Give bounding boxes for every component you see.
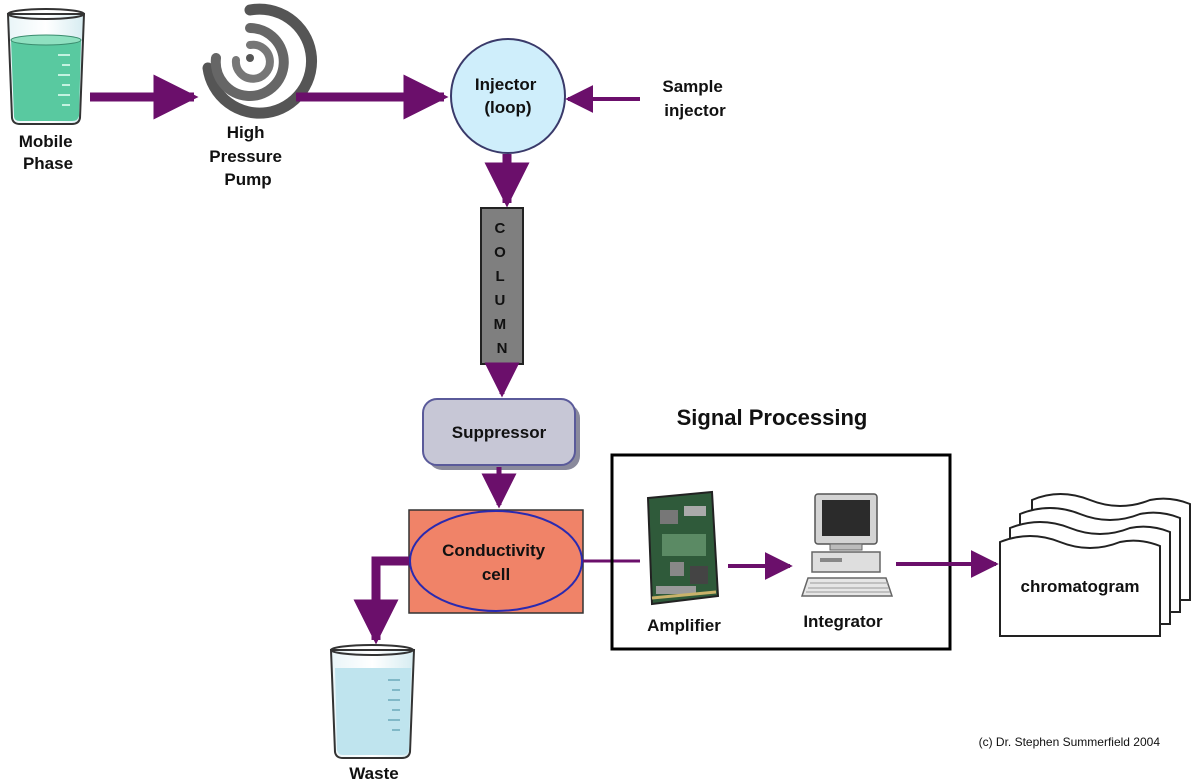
conductivity-cell-label: Conductivity cell: [442, 541, 550, 584]
computer-icon: [800, 493, 894, 597]
waste-beaker-icon: [329, 644, 416, 759]
injector-line-2: (loop): [484, 98, 531, 117]
injector-line-1: Injector: [475, 75, 537, 94]
cell-line-2: cell: [482, 565, 510, 584]
sample-injector-line-2: injector: [664, 101, 726, 120]
cell-line-1: Conductivity: [442, 541, 545, 560]
mobile-phase-label: Mobile Phase: [19, 132, 78, 173]
pump-line-2: Pressure: [209, 147, 282, 166]
conductivity-cell-ellipse: [409, 510, 583, 612]
injector-label: Injector (loop): [475, 75, 541, 117]
signal-processing-box: [610, 453, 952, 651]
injector-loop-node: [450, 38, 566, 154]
column-label: C O L U M N: [494, 220, 511, 357]
sample-injector-label: Sample injector: [662, 77, 727, 120]
mobile-phase-beaker-icon: [6, 8, 86, 125]
integrator-label: Integrator: [803, 612, 883, 631]
column-letter-4: U: [494, 292, 505, 309]
pump-line-3: Pump: [224, 170, 271, 189]
arrow-cell-to-waste: [353, 556, 409, 645]
chromatogram-label: chromatogram: [1020, 577, 1139, 596]
column-letter-2: O: [494, 244, 506, 261]
amplifier-label: Amplifier: [647, 616, 721, 635]
spiral-pump-icon: [202, 3, 317, 119]
column-letter-1: C: [494, 220, 505, 237]
column-letter-3: L: [495, 268, 504, 285]
pump-line-1: High: [227, 123, 265, 142]
paper-stack-icon: [999, 493, 1191, 637]
column-letter-5: M: [494, 316, 507, 333]
mobile-phase-line-2: Phase: [23, 154, 73, 173]
circuit-board-icon: [646, 490, 720, 606]
sample-injector-line-1: Sample: [662, 77, 722, 96]
signal-processing-title: Signal Processing: [677, 405, 868, 430]
liquid-fill: [11, 40, 81, 121]
suppressor-node: [422, 398, 576, 466]
column-letter-6: N: [497, 340, 508, 357]
suppressor-label: Suppressor: [452, 423, 547, 442]
pump-label: High Pressure Pump: [209, 123, 287, 189]
copyright-text: (c) Dr. Stephen Summerfield 2004: [979, 735, 1161, 749]
mobile-phase-line-1: Mobile: [19, 132, 73, 151]
column-node: [480, 207, 524, 365]
waste-label: Waste: [349, 764, 398, 783]
